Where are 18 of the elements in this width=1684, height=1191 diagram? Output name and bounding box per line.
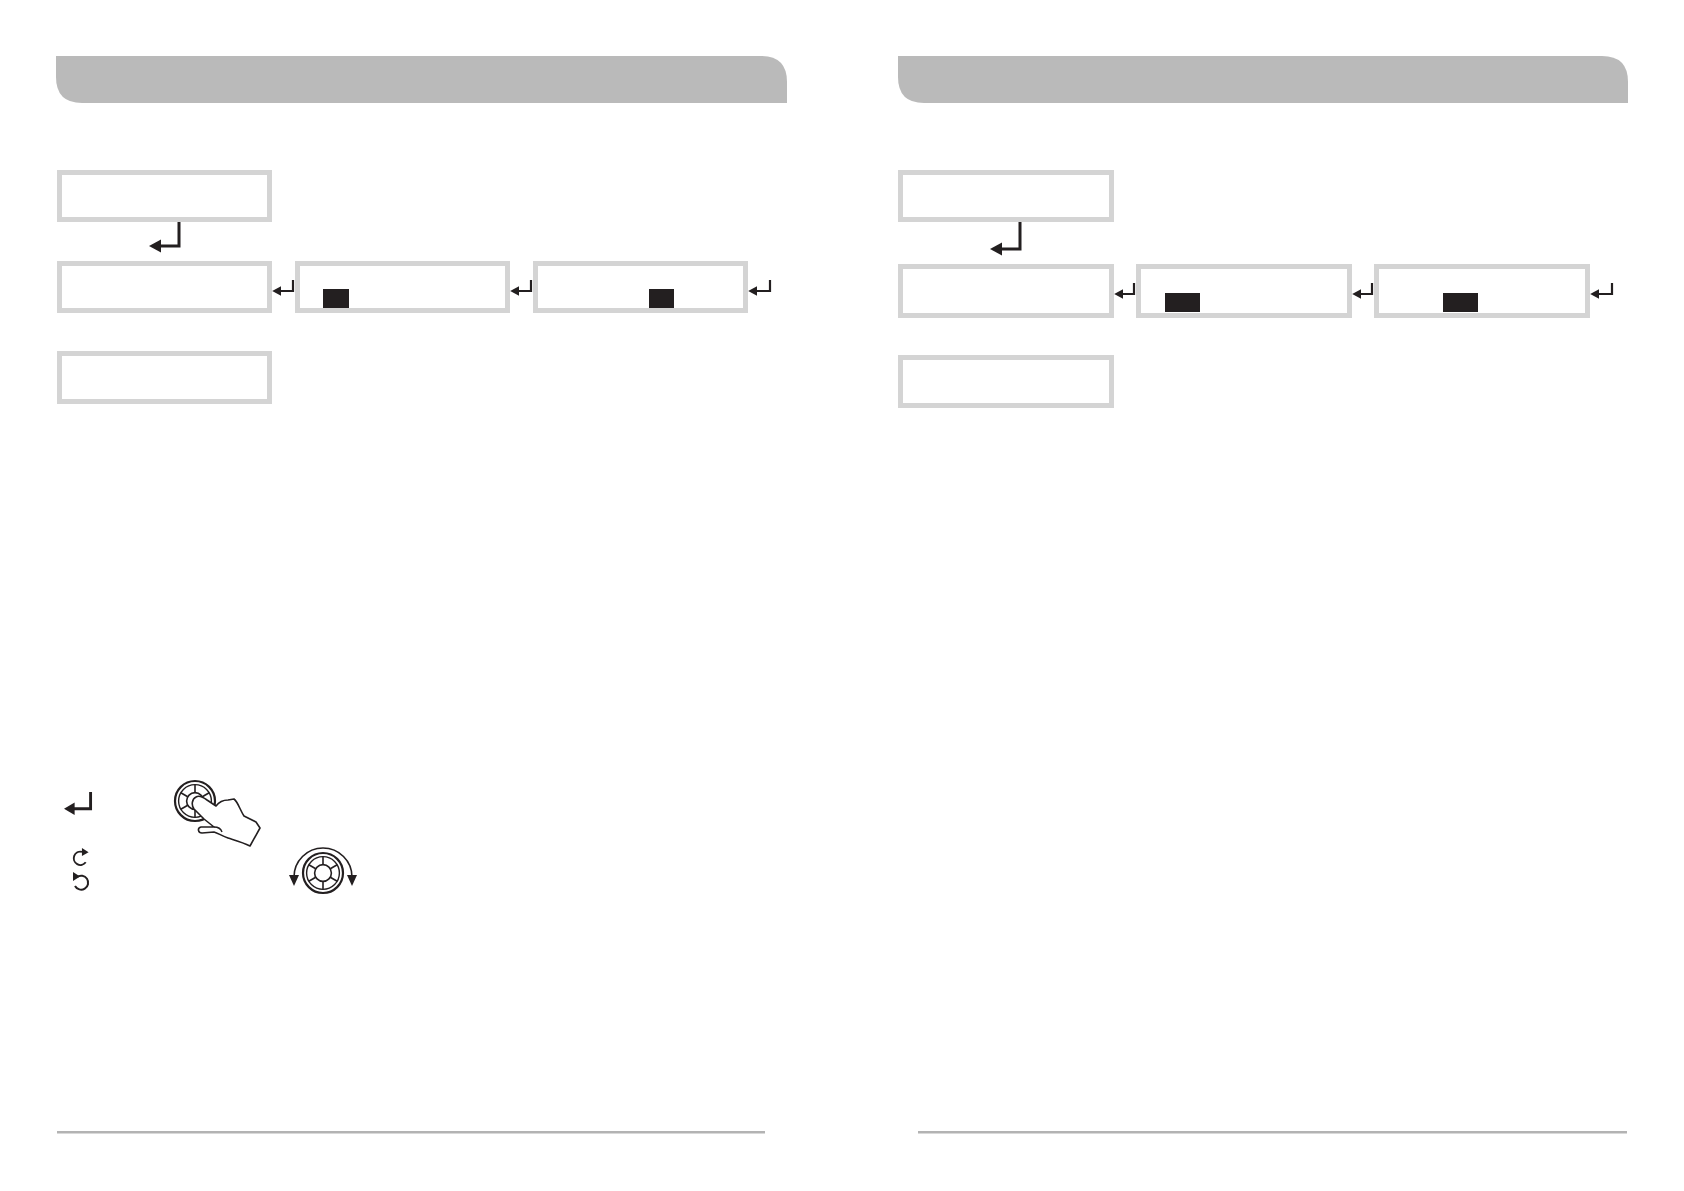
display-box [57, 170, 272, 222]
return-arrow [272, 280, 295, 296]
return-arrow [510, 280, 533, 296]
return-arrow [149, 222, 181, 253]
return-arrow [1114, 283, 1136, 299]
display-box [295, 261, 510, 313]
display-box [898, 355, 1114, 408]
display-box [57, 261, 272, 313]
display-box [533, 261, 748, 313]
display-box [1136, 264, 1352, 318]
display-box [1374, 264, 1590, 318]
return-arrow [1352, 283, 1374, 299]
return-arrow [1590, 283, 1614, 299]
display-box [898, 170, 1114, 222]
display-box [57, 351, 272, 404]
return-arrow [748, 280, 772, 296]
return-arrow [990, 222, 1022, 256]
display-box [898, 264, 1114, 318]
